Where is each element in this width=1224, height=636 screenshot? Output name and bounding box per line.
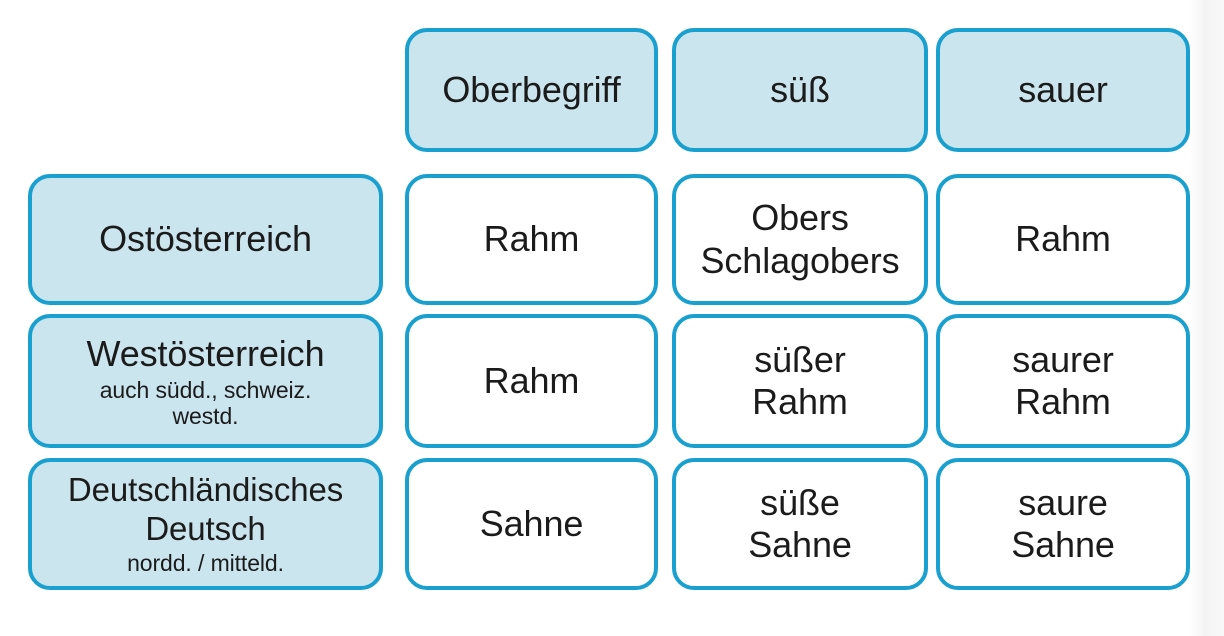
cell-text: saure Sahne [1011,481,1115,565]
cell-text: Obers Schlagobers [700,197,900,281]
cell-text: Sahne [479,502,584,544]
header-label-oberbegriff: Oberbegriff [442,68,621,110]
cell-text: saurer Rahm [1012,338,1114,422]
cell-text: Rahm [483,218,580,260]
header-cell-sauer: sauer [936,28,1190,152]
cell-text: süße Sahne [748,481,852,565]
row-label-text: Deutschländisches Deutsch [67,471,344,548]
row-label-deutschlaendisches-deutsch: Deutschländisches Deutsch nordd. / mitte… [28,458,383,590]
cell-westoesterreich-suess: süßer Rahm [672,314,928,448]
cell-westoesterreich-sauer: saurer Rahm [936,314,1190,448]
header-label-sauer: sauer [1018,68,1108,110]
header-cell-suess: süß [672,28,928,152]
row-label-text: Westösterreich [86,333,325,375]
header-label-suess: süß [770,68,830,110]
cell-westoesterreich-oberbegriff: Rahm [405,314,658,448]
row-label-text: Ostösterreich [99,218,312,260]
row-label-westoesterreich: Westösterreich auch südd., schweiz. west… [28,314,383,448]
cell-text: Rahm [1015,218,1111,260]
cell-ostoesterreich-oberbegriff: Rahm [405,174,658,305]
row-label-ostoesterreich: Ostösterreich [28,174,383,305]
cell-ostoesterreich-sauer: Rahm [936,174,1190,305]
cell-ostoesterreich-suess: Obers Schlagobers [672,174,928,305]
header-cell-oberbegriff: Oberbegriff [405,28,658,152]
cell-deutschlaendisches-deutsch-suess: süße Sahne [672,458,928,590]
cell-text: Rahm [483,359,580,401]
cell-deutschlaendisches-deutsch-sauer: saure Sahne [936,458,1190,590]
cell-text: süßer Rahm [752,338,848,422]
row-sublabel-text: nordd. / mitteld. [127,550,284,577]
row-sublabel-text: auch südd., schweiz. westd. [99,376,312,429]
cell-deutschlaendisches-deutsch-oberbegriff: Sahne [405,458,658,590]
